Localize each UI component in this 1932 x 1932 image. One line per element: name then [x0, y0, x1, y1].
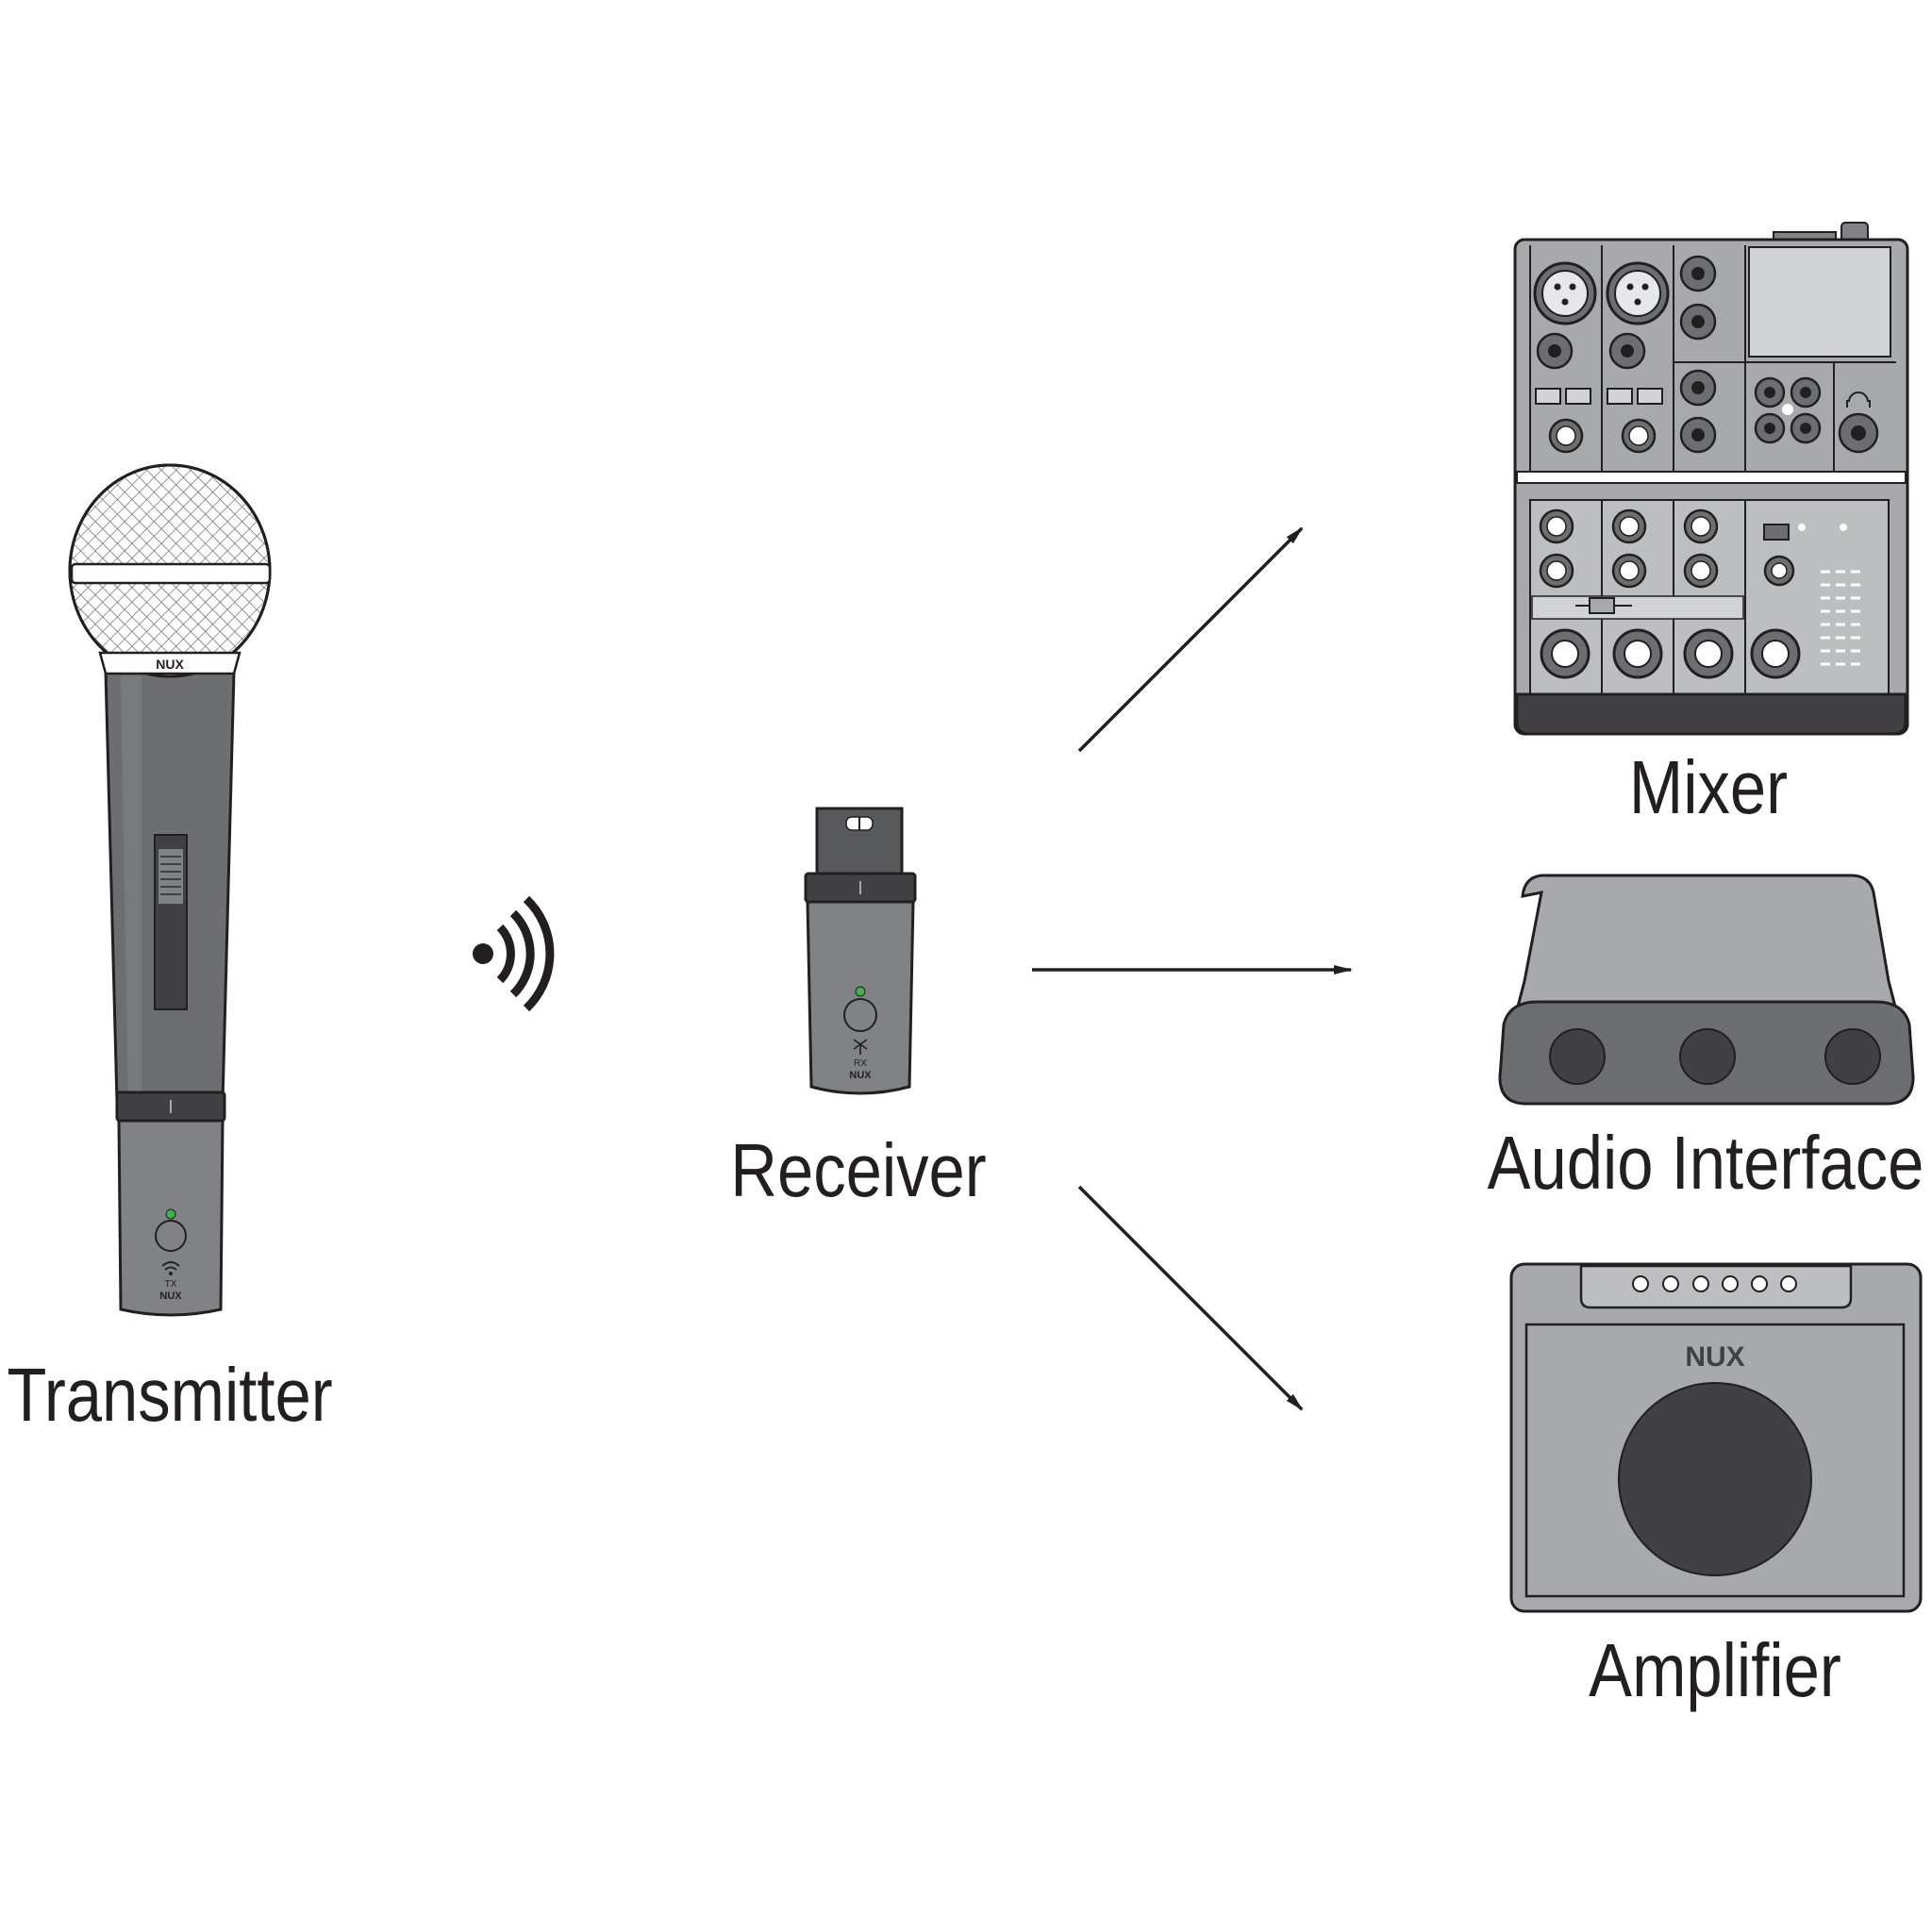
transmitter-brand-logo: NUX	[159, 1291, 182, 1302]
crossfader	[1575, 597, 1632, 614]
arrow-to-amplifier	[1077, 1185, 1304, 1411]
volume-knobs	[1540, 628, 1801, 679]
receiver-device: RX NUX	[804, 807, 917, 1095]
antenna-icon	[853, 1039, 868, 1055]
microphone-illustration: NUX TX NUX	[68, 463, 272, 1317]
gain-knobs	[1548, 418, 1657, 454]
receiver-label: Receiver	[730, 1127, 986, 1212]
receiver-pair-button	[843, 998, 877, 1032]
mic-brand-logo: NUX	[156, 657, 184, 672]
xlr-input-jack	[1606, 261, 1670, 325]
transmitter-power-button	[155, 1220, 187, 1252]
speaker-cone	[1618, 1382, 1812, 1576]
wireless-icon	[161, 1261, 180, 1271]
amplifier-label: Amplifier	[1589, 1627, 1841, 1712]
transmitter-status-led	[165, 1208, 176, 1220]
mixer-label: Mixer	[1629, 744, 1788, 829]
mic-switch	[158, 849, 183, 904]
transmitter-label: Transmitter	[7, 1352, 332, 1437]
receiver-status-led	[855, 986, 866, 997]
input-knob	[1549, 1028, 1606, 1085]
amp-brand-logo: NUX	[1685, 1341, 1744, 1373]
xlr-input-jack	[1533, 261, 1597, 325]
wireless-signal-icon	[473, 895, 555, 1012]
arrow-to-mixer	[1077, 526, 1304, 753]
receiver-tag: RX	[854, 1058, 867, 1069]
output-knob	[1824, 1028, 1881, 1085]
transmitter-tag: TX	[165, 1279, 177, 1290]
amplifier-illustration: NUX	[1509, 1262, 1923, 1613]
headphones-icon	[1846, 391, 1871, 408]
input-knob	[1679, 1028, 1736, 1085]
receiver-brand-logo: NUX	[849, 1070, 872, 1081]
channel-switches	[1535, 388, 1663, 405]
audio-interface-label: Audio Interface	[1488, 1120, 1924, 1205]
mixer-illustration	[1513, 222, 1909, 736]
transmitter-device: TX NUX	[115, 1091, 226, 1317]
amp-control-knobs	[1632, 1275, 1797, 1292]
level-meter	[1821, 570, 1860, 666]
audio-interface-illustration	[1498, 874, 1915, 1106]
